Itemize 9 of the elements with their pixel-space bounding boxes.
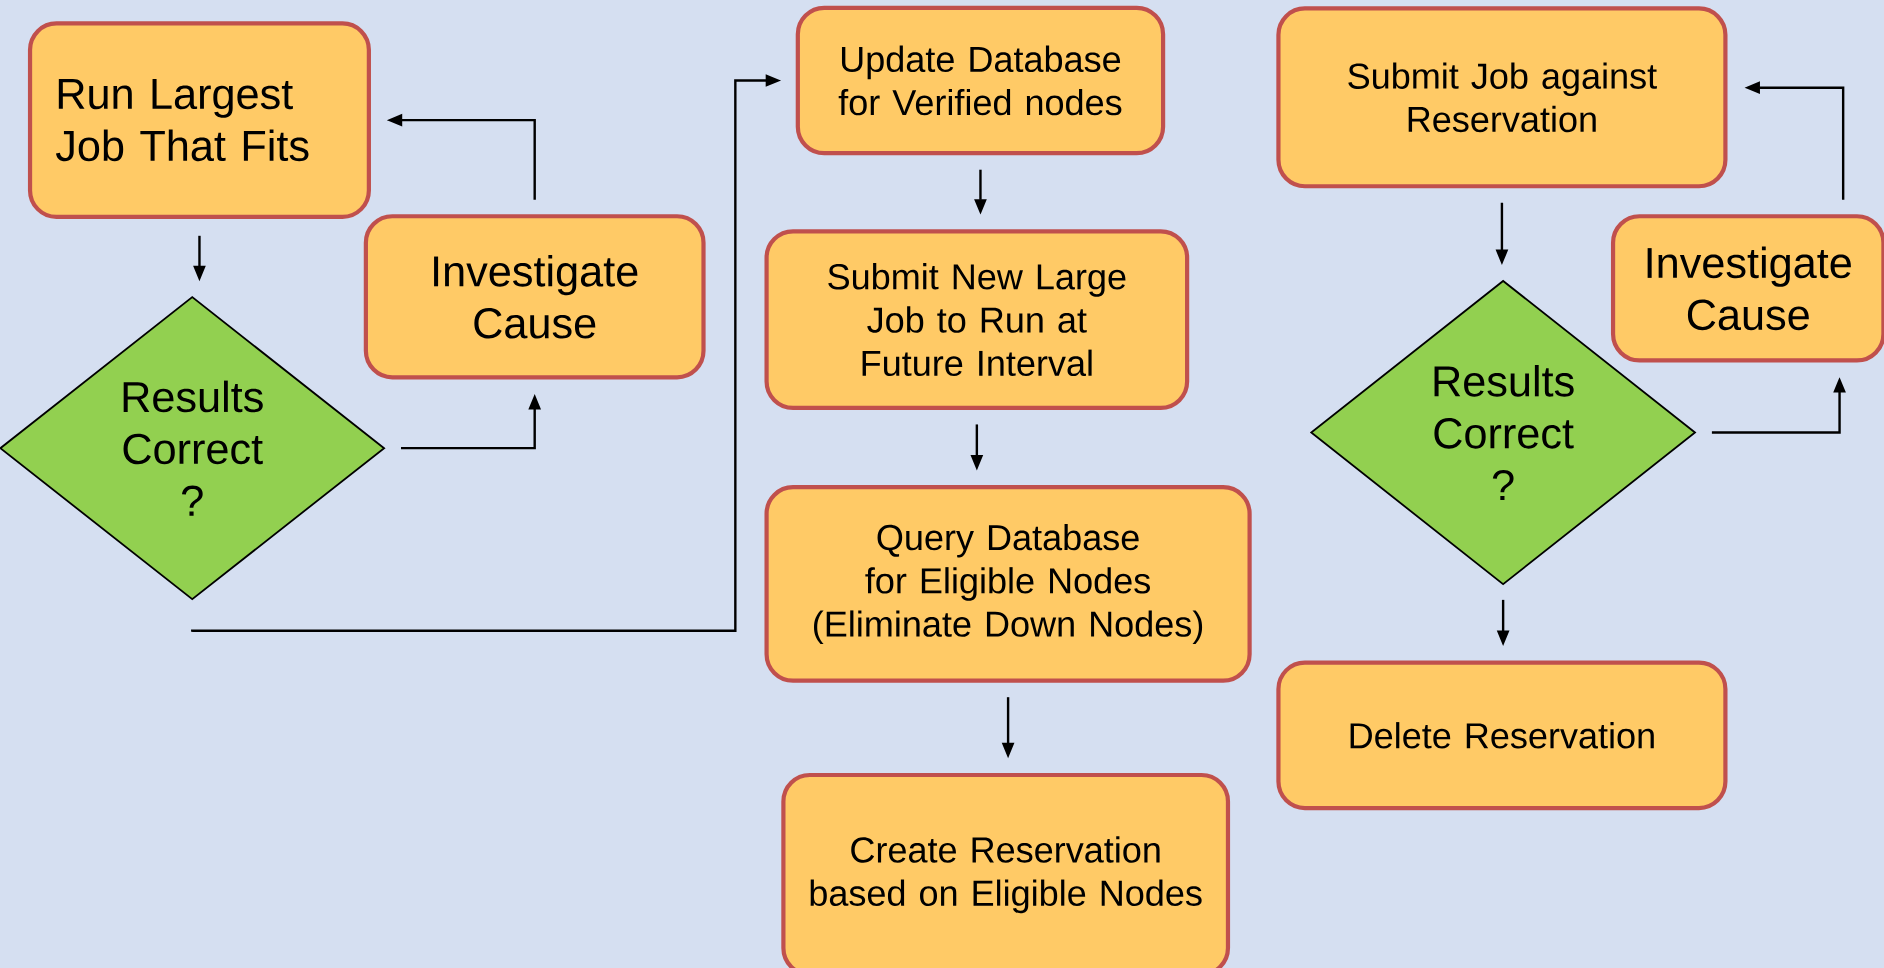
process-box: Query Database for Eligible Nodes (Eliminate Down Nodes) [764,484,1252,683]
process-box: Submit New Large Job to Run at Future Interval [764,229,1190,410]
process-box: Submit Job against Reservation [1276,6,1728,189]
process-box: Run Largest Job That Fits [27,21,371,219]
process-box: Create Reservation based on Eligible Nodes [781,772,1231,968]
process-box: Investigate Cause [363,213,706,380]
process-box: Delete Reservation [1276,660,1728,810]
process-box: Update Database for Verified nodes [795,5,1166,156]
process-box: Investigate Cause [1610,213,1884,363]
